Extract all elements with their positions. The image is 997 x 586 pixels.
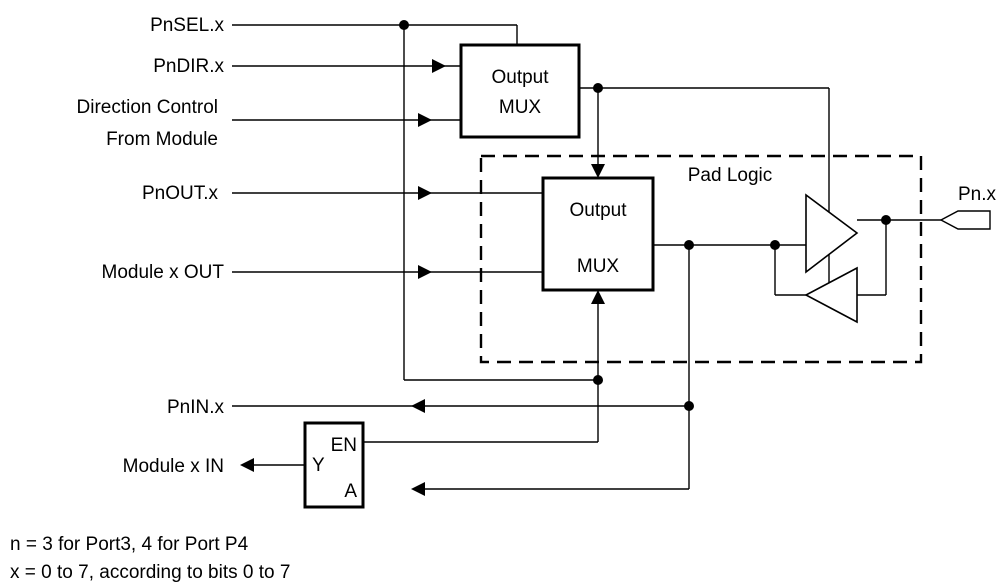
direction-control-label-line2: From Module: [106, 129, 218, 150]
enable-buffer-en-label: EN: [331, 435, 357, 456]
pad-logic-region: [479, 154, 923, 364]
junction-dot: [684, 401, 694, 411]
enable-buffer-a-label: A: [344, 481, 357, 502]
direction-control-arrow: [418, 113, 432, 127]
mux-select-arrow: [591, 164, 605, 178]
pnout-label: PnOUT.x: [142, 183, 219, 204]
module-in-label: Module x IN: [123, 456, 224, 477]
junction-dot: [881, 215, 891, 225]
pnout-arrow: [418, 186, 432, 200]
pnin-arrow: [411, 399, 425, 413]
buffer-input-arrow: [411, 482, 425, 496]
output-mux-bottom-label-line1: Output: [569, 200, 627, 221]
enable-buffer-y-label: Y: [312, 455, 325, 476]
output-mux-top-label-line2: MUX: [499, 97, 542, 118]
junction-dot: [399, 20, 409, 30]
note-port-numbers: n = 3 for Port3, 4 for Port P4: [10, 534, 249, 555]
output-mux-top-label-line1: Output: [491, 67, 549, 88]
junction-dot: [770, 240, 780, 250]
output-mux-bottom-label-line2: MUX: [577, 256, 620, 277]
module-out-label: Module x OUT: [102, 262, 225, 283]
pin-connector-icon: [939, 210, 991, 230]
mux-bottom-select-arrow: [591, 290, 605, 304]
module-out-arrow: [418, 265, 432, 279]
junction-dot: [684, 240, 694, 250]
pndir-label: PnDIR.x: [153, 56, 224, 77]
pin-label: Pn.x: [958, 184, 997, 205]
input-receiver-buffer: [804, 266, 858, 324]
direction-control-label-line1: Direction Control: [77, 97, 219, 118]
output-driver-buffer: [805, 193, 859, 274]
module-in-arrow: [240, 458, 254, 472]
output-mux-top: [459, 43, 581, 139]
pndir-arrow: [432, 59, 446, 73]
junction-dot: [593, 83, 603, 93]
output-mux-bottom: [541, 176, 655, 292]
pnin-label: PnIN.x: [167, 397, 225, 418]
junction-dot: [593, 375, 603, 385]
pad-logic-label: Pad Logic: [688, 165, 773, 186]
pnsel-label: PnSEL.x: [150, 15, 224, 36]
note-bit-numbers: x = 0 to 7, according to bits 0 to 7: [10, 562, 290, 583]
